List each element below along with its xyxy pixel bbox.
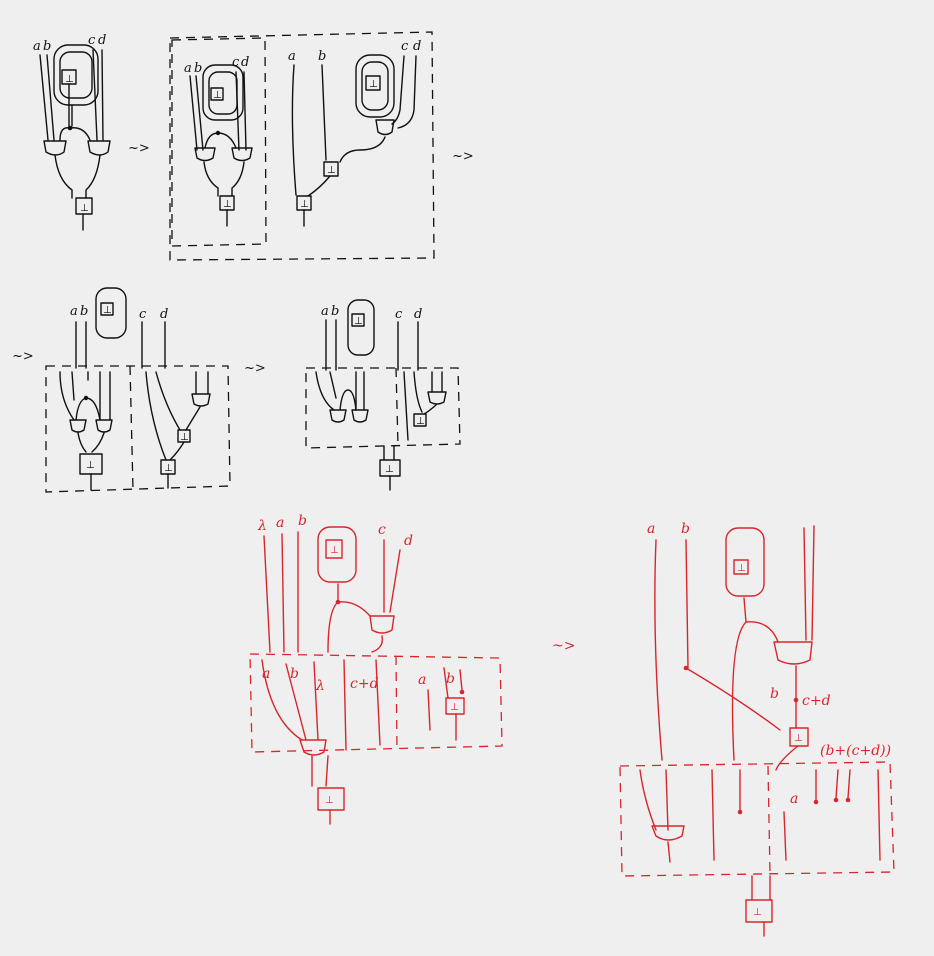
svg-text:a: a bbox=[418, 672, 426, 688]
diagram-3: ~> a b c d ⊥ ⊥ ⊥ ⊥ ~> bbox=[12, 288, 266, 492]
svg-text:⊥: ⊥ bbox=[354, 316, 363, 327]
svg-text:~>: ~> bbox=[244, 361, 266, 376]
svg-text:⊥: ⊥ bbox=[450, 702, 459, 713]
svg-text:a: a bbox=[184, 61, 192, 76]
label-d: d bbox=[98, 33, 106, 48]
svg-text:⊥: ⊥ bbox=[65, 74, 74, 85]
svg-text:d: d bbox=[160, 307, 168, 322]
svg-text:λ: λ bbox=[257, 518, 267, 534]
svg-text:c+d: c+d bbox=[802, 693, 831, 709]
svg-text:⊥: ⊥ bbox=[753, 907, 762, 918]
svg-text:c: c bbox=[139, 307, 147, 322]
svg-text:c: c bbox=[395, 307, 403, 322]
svg-text:(b+(c+d)): (b+(c+d)) bbox=[820, 743, 891, 759]
svg-text:~>: ~> bbox=[12, 349, 34, 364]
svg-text:a: a bbox=[288, 49, 296, 64]
svg-text:⊥: ⊥ bbox=[223, 199, 232, 210]
svg-text:⊥: ⊥ bbox=[300, 199, 309, 210]
svg-text:b: b bbox=[681, 521, 690, 537]
svg-text:~>: ~> bbox=[452, 149, 474, 164]
svg-text:⊥: ⊥ bbox=[330, 545, 339, 556]
svg-text:d: d bbox=[404, 533, 413, 549]
rewrite-arrow: ~> bbox=[128, 141, 150, 156]
svg-text:λ: λ bbox=[315, 678, 325, 694]
label-a: a bbox=[33, 39, 41, 54]
svg-text:c+d: c+d bbox=[350, 676, 379, 692]
gate-left bbox=[44, 141, 66, 155]
svg-text:c: c bbox=[401, 39, 409, 54]
label-b: b bbox=[43, 39, 51, 54]
svg-text:b: b bbox=[290, 666, 299, 682]
svg-text:b: b bbox=[331, 304, 339, 319]
svg-text:a: a bbox=[276, 515, 284, 531]
svg-text:⊥: ⊥ bbox=[180, 432, 189, 443]
diagram-1: a b c d ⊥ ⊥ ~> bbox=[33, 33, 150, 230]
svg-text:⊥: ⊥ bbox=[416, 416, 425, 427]
svg-text:⊥: ⊥ bbox=[385, 464, 394, 475]
diagram-2: a b c d ⊥ ⊥ a b c d ⊥ ⊥ ⊥ ~> bbox=[170, 32, 474, 260]
svg-text:⊥: ⊥ bbox=[325, 795, 334, 806]
diagram-4: a b c d ⊥ ⊥ ⊥ bbox=[306, 300, 460, 490]
svg-text:⊥: ⊥ bbox=[213, 90, 222, 101]
rewrite-arrow: ~> bbox=[552, 638, 575, 654]
svg-text:d: d bbox=[413, 39, 421, 54]
svg-text:⊥: ⊥ bbox=[369, 79, 378, 90]
svg-text:b: b bbox=[80, 304, 88, 319]
svg-text:d: d bbox=[414, 307, 422, 322]
svg-text:a: a bbox=[790, 791, 798, 807]
svg-text:b: b bbox=[318, 49, 326, 64]
svg-text:⊥: ⊥ bbox=[80, 203, 89, 214]
svg-text:⊥: ⊥ bbox=[103, 305, 112, 316]
svg-text:d: d bbox=[241, 55, 249, 70]
gate-right bbox=[88, 141, 110, 155]
svg-text:b: b bbox=[194, 61, 202, 76]
svg-text:⊥: ⊥ bbox=[86, 460, 95, 471]
svg-text:a: a bbox=[70, 304, 78, 319]
diagram-5: λ a b c d ⊥ a b λ c+d a b ⊥ ⊥ ~> bbox=[250, 513, 575, 824]
diagram-6: a b ⊥ b c+d ⊥ (b+(c+d)) a ⊥ bbox=[620, 521, 894, 936]
svg-text:⊥: ⊥ bbox=[327, 165, 336, 176]
svg-text:b: b bbox=[770, 686, 779, 702]
svg-text:b: b bbox=[298, 513, 307, 529]
svg-text:c: c bbox=[378, 522, 386, 538]
svg-text:a: a bbox=[647, 521, 655, 537]
svg-text:⊥: ⊥ bbox=[737, 563, 746, 574]
svg-text:⊥: ⊥ bbox=[164, 463, 173, 474]
svg-text:⊥: ⊥ bbox=[794, 733, 803, 744]
svg-text:b: b bbox=[446, 671, 455, 687]
svg-text:a: a bbox=[321, 304, 329, 319]
